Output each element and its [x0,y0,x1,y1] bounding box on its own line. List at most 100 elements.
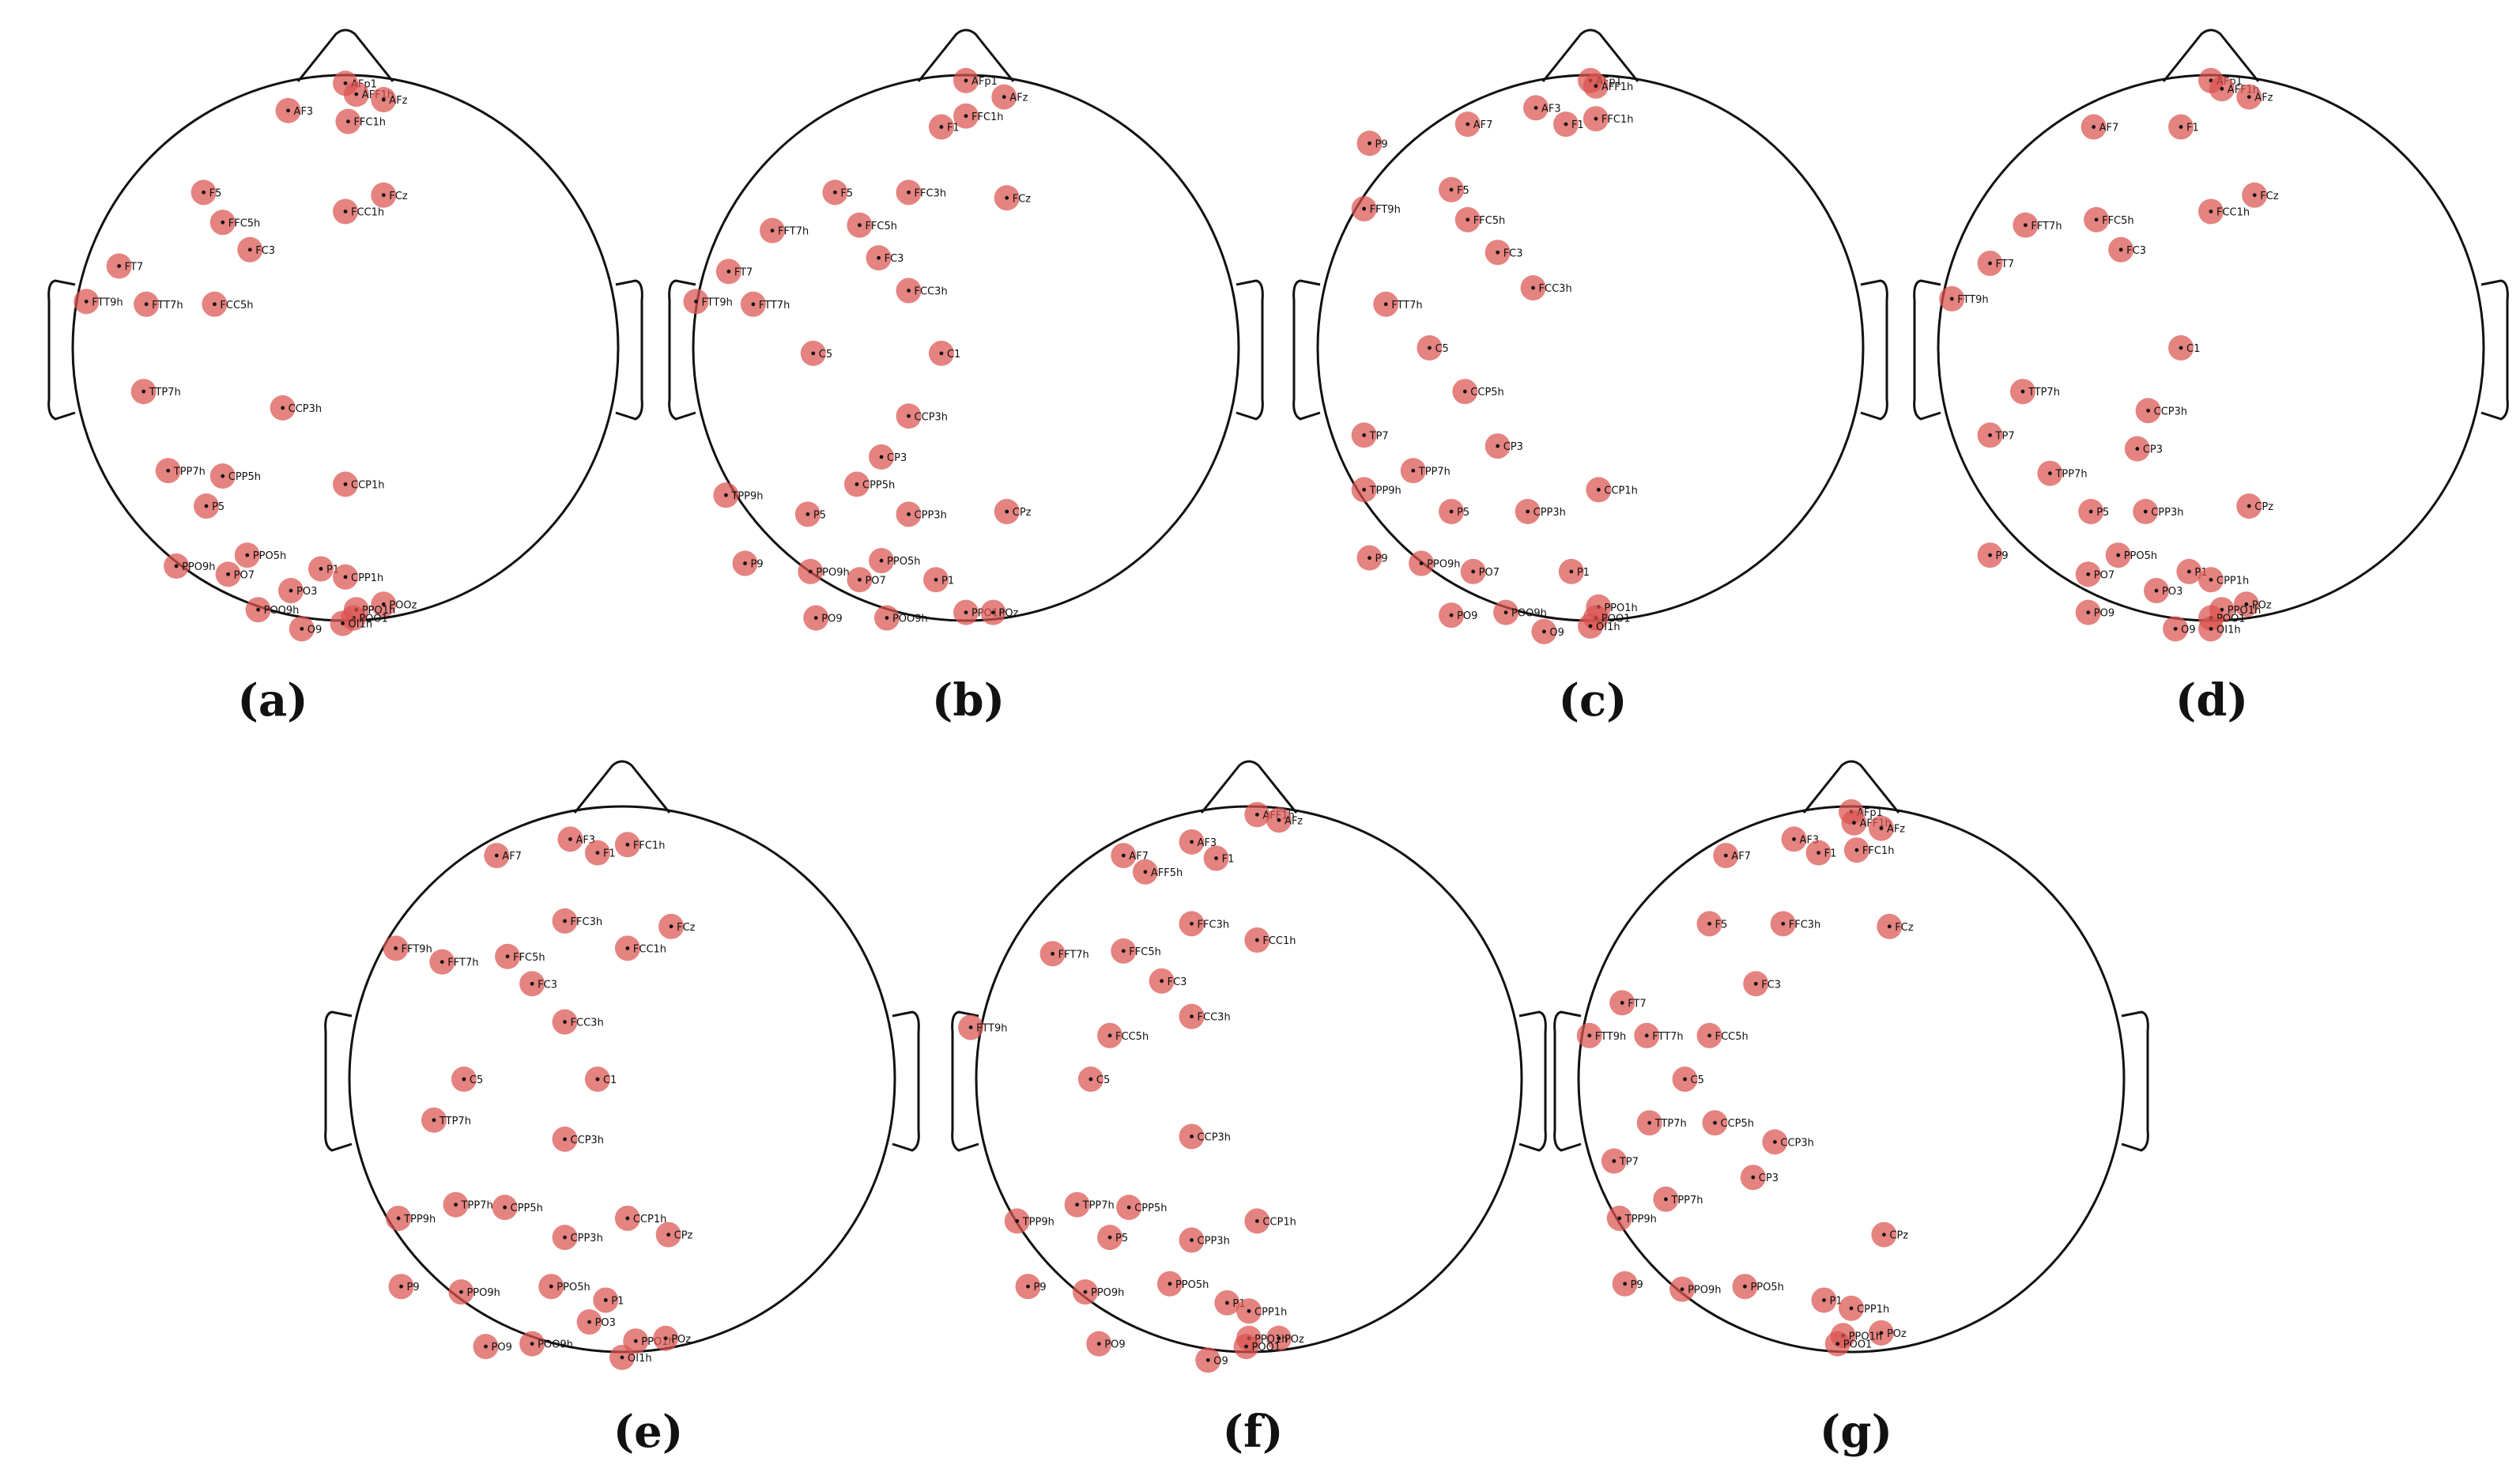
electrode-center-dot [462,1077,466,1082]
electrode-label: TPP7h [1418,466,1451,478]
head-circle [348,805,896,1354]
electrode-tpp9h: TPP9h [1004,1208,1054,1234]
electrode-f1: F1 [1805,840,1836,866]
electrode-center-dot [346,119,350,124]
electrode-label: FCz [1895,922,1914,934]
electrode-center-dot [2252,193,2257,198]
electrode-label: CCP1h [1604,485,1638,497]
electrode-ccp3h: CCP3h [270,395,322,421]
electrode-center-dot [174,564,179,568]
electrode-label: F1 [2186,123,2199,134]
electrode-p9: P9 [1612,1271,1643,1297]
electrode-label: CCP3h [915,411,949,423]
electrode-center-dot [439,960,444,965]
electrode-center-dot [1713,1120,1717,1125]
electrode-label: FT7 [734,266,753,278]
electrode-p1: P1 [307,556,339,582]
electrode-center-dot [381,602,386,606]
electrode-label: AFF1h [1601,81,1633,93]
electrode-label: FFC1h [1862,845,1895,857]
electrode-label: AFF5h [1151,867,1183,879]
electrode-center-dot [663,1336,668,1341]
electrode-center-dot [1449,187,1454,192]
electrode-label: P1 [1577,567,1590,579]
electrode-p1: P1 [1558,558,1590,584]
nose-outline [573,760,671,814]
electrode-center-dot [1466,122,1470,126]
electrode-fft7h: FFT7h [1039,941,1089,967]
electrode-label: AF7 [2099,123,2119,134]
electrode-fc3: FC3 [2108,236,2146,262]
electrode-center-dot [2246,504,2251,508]
electrode-f5: F5 [1439,176,1469,202]
electrode-label: PPO1h [1604,602,1637,614]
electrode-center-dot [247,247,252,252]
electrode-label: PO9 [1104,1339,1125,1351]
electrode-poo9h: POO9h [519,1331,573,1357]
right-ear-outline [2121,1010,2149,1152]
panel-f: AFF1hAFzAF3AF7F1AFF5hFFC3hFCC1hFFT7hFFC5… [951,760,1547,1458]
electrode-center-dot [964,114,968,119]
electrode-center-dot [1126,1205,1131,1210]
electrode-label: POO1 [359,614,388,625]
electrode-afp1: AFp1 [953,67,998,93]
electrode-cpz: CPz [994,499,1032,524]
electrode-label: CP3 [1503,441,1523,453]
electrode-f5: F5 [822,179,853,206]
electrode-center-dot [381,97,386,102]
electrode-label: AFz [2254,93,2273,104]
electrode-label: CPP5h [1134,1203,1167,1214]
electrode-center-dot [563,1235,567,1240]
head-circle [975,805,1523,1354]
electrode-fcz: FCz [2242,182,2279,208]
right-ear-outline [1235,279,1264,421]
electrode-ccp1h: CCP1h [614,1205,666,1231]
electrode-label: TPP9h [730,490,763,502]
electrode-label: FFT7h [778,226,809,238]
electrode-label: CPP1h [351,572,383,584]
electrode-label: AF7 [1473,119,1493,131]
electrode-center-dot [221,220,225,225]
electrode-center-dot [286,108,290,113]
electrode-center-dot [2135,447,2140,451]
electrode-fcc3h: FCC3h [896,278,948,304]
electrode-label: FFC5h [865,221,897,232]
electrode-center-dot [1362,206,1367,211]
electrode-center-dot [808,569,813,574]
electrode-center-dot [1190,840,1194,844]
electrode-label: PPO5h [253,550,286,562]
electrode-af3: AF3 [1179,829,1217,855]
electrode-fc3: FC3 [1743,971,1781,997]
electrode-ftt9h: FTT9h [958,1014,1008,1040]
electrode-tpp9h: TPP9h [386,1205,436,1231]
electrode-label: P9 [1996,550,2009,562]
head-circle [692,74,1240,622]
electrode-center-dot [2116,553,2121,557]
electrode-label: POz [1887,1328,1907,1340]
electrode-label: FCC5h [1115,1031,1149,1043]
electrode-label: PPO9h [466,1287,500,1299]
electrode-f5: F5 [191,179,221,206]
electrode-center-dot [620,1355,624,1360]
electrode-afz: AFz [371,87,408,113]
electrode-fcc1h: FCC1h [2198,198,2250,225]
electrode-label: CPP3h [2151,507,2183,519]
electrode-label: F1 [947,123,960,134]
electrode-label: F1 [603,848,616,860]
electrode-label: CCP3h [1198,1131,1232,1143]
electrode-ffc1h: FFC1h [614,832,665,858]
electrode-label: FC3 [538,979,557,991]
electrode-pooz: POOz [371,591,417,617]
electrode-label: C5 [1691,1074,1704,1086]
electrode-center-dot [1277,1336,1281,1341]
electrode-label: FCz [677,922,696,934]
electrode-label: FCC1h [1262,935,1296,947]
electrode-center-dot [1428,346,1432,350]
electrode-center-dot [1773,1139,1777,1144]
electrode-oi1h: OI1h [2198,616,2241,642]
electrode-fcc1h: FCC1h [333,198,384,225]
electrode-cpp1h: CPP1h [333,564,383,590]
electrode-fcc5h: FCC5h [1696,1022,1749,1048]
electrode-ttp7h: TTP7h [1636,1110,1687,1136]
